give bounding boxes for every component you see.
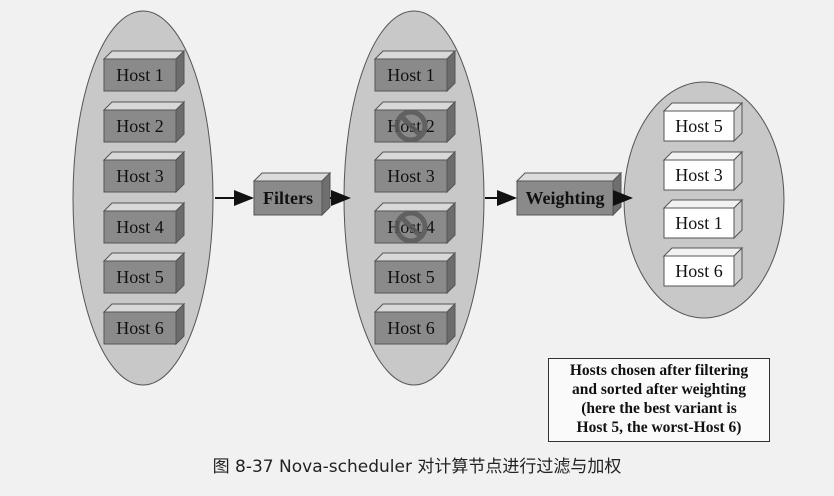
host-box: Host 5 — [662, 101, 744, 143]
host-box: Host 6 — [662, 246, 744, 288]
host-label: Host 6 — [675, 261, 723, 281]
host-box: Host 2 — [373, 100, 457, 144]
weighting-label: Weighting — [525, 188, 604, 208]
filters-box: Filters — [252, 171, 332, 217]
host-label: Host 6 — [116, 318, 164, 338]
host-box: Host 6 — [373, 302, 457, 346]
host-box: Host 1 — [373, 49, 457, 93]
result-note: Hosts chosen after filtering and sorted … — [548, 358, 770, 442]
host-box: Host 6 — [102, 302, 186, 346]
host-label: Host 5 — [387, 267, 435, 287]
host-label: Host 6 — [387, 318, 435, 338]
host-box: Host 1 — [102, 49, 186, 93]
host-label: Host 2 — [116, 116, 164, 136]
host-label: Host 4 — [116, 217, 164, 237]
host-box: Host 4 — [102, 201, 186, 245]
stage2-host-list: Host 1 Host 2 Host 3 Host 4 Host 5 Host 6 — [373, 49, 457, 346]
stage1-host-list: Host 1 Host 2 Host 3 Host 4 Host 5 Host 6 — [102, 49, 186, 346]
host-label: Host 3 — [387, 166, 435, 186]
host-box: Host 1 — [662, 198, 744, 240]
note-line: Hosts chosen after filtering — [569, 362, 749, 379]
host-label: Host 1 — [116, 65, 164, 85]
host-label: Host 5 — [116, 267, 164, 287]
weighting-box: Weighting — [515, 171, 623, 217]
note-line: Host 5, the worst-Host 6) — [576, 419, 742, 436]
nova-scheduler-diagram: Host 1 Host 2 Host 3 Host 4 Host 5 Host 6 Hos… — [72, 10, 785, 386]
no-entry-icon — [394, 210, 428, 244]
host-box: Host 3 — [662, 150, 744, 192]
host-label: Host 3 — [116, 166, 164, 186]
host-label: Host 3 — [675, 165, 723, 185]
host-box: Host 2 — [102, 100, 186, 144]
host-box: Host 5 — [373, 251, 457, 295]
host-box: Host 3 — [373, 150, 457, 194]
filters-label: Filters — [263, 188, 313, 208]
host-label: Host 1 — [675, 213, 723, 233]
host-box: Host 3 — [102, 150, 186, 194]
figure-caption: 图 8-37 Nova-scheduler 对计算节点进行过滤与加权 — [212, 457, 622, 477]
host-box: Host 4 — [373, 201, 457, 245]
host-box: Host 5 — [102, 251, 186, 295]
host-label: Host 1 — [387, 65, 435, 85]
no-entry-icon — [394, 109, 428, 143]
host-label: Host 5 — [675, 116, 723, 136]
note-line: and sorted after weighting — [571, 381, 747, 398]
note-line: (here the best variant is — [581, 400, 737, 417]
stage3-host-list: Host 5 Host 3 Host 1 Host 6 — [662, 101, 744, 288]
